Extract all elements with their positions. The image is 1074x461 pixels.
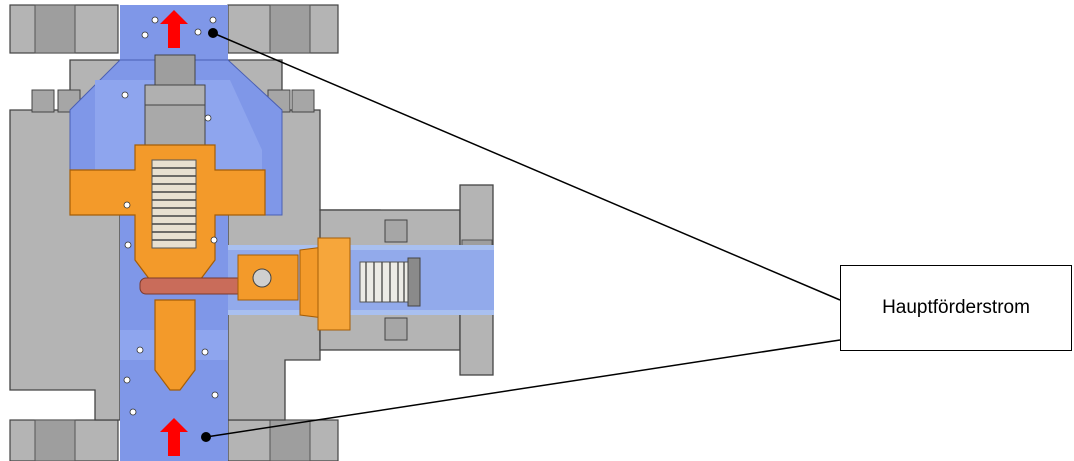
valve-housing <box>9 4 494 461</box>
flow-direction-up-arrow-icon <box>160 10 188 48</box>
flow-direction-up-arrow-icon <box>160 418 188 456</box>
valve-internals <box>69 54 421 391</box>
main-flow-callout-label: Hauptförderstrom <box>840 265 1072 351</box>
callout-text: Hauptförderstrom <box>882 297 1030 318</box>
leader-dot-top <box>208 28 218 38</box>
leader-dot-bottom <box>201 432 211 442</box>
callout-leader-lines <box>205 32 841 438</box>
flow-bubbles <box>121 16 219 416</box>
